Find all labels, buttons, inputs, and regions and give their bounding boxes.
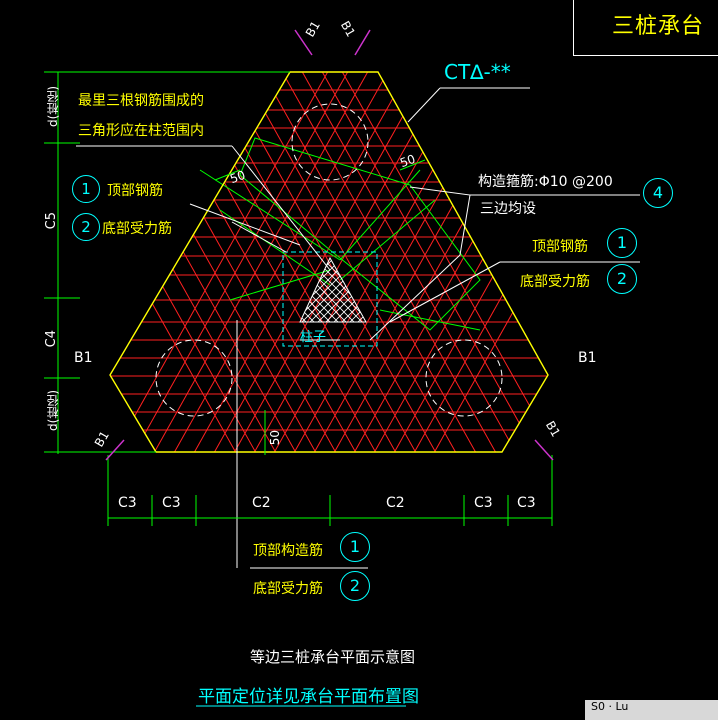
pile-left [155,339,233,417]
title-block-title: 三桩承台 [612,14,705,39]
dim-c3-1: C3 [118,495,137,511]
dim-d-bottom: d(桩径) [46,390,60,431]
dim-c4: C4 [44,330,59,348]
label-bottom-top-bar: 顶部构造筋 [253,543,323,559]
dim-c2-2: C2 [386,495,405,511]
inner-rebar-triangle [299,256,367,323]
stirrup-spec: 构造箍筋:Φ10 @200 [478,174,613,190]
cap-outline [109,71,549,453]
caption-main: 等边三桩承台平面示意图 [250,648,416,666]
marker-1-left: 1 [72,175,100,203]
label-right-bottom-bar: 底部受力筋 [520,274,590,290]
note-min-triangle-2: 三角形应在柱范围内 [78,123,204,139]
dim-c5: C5 [44,212,59,230]
dim-50-bottom: 50 [268,430,282,446]
dim-d-top: d(桩径) [46,86,60,127]
diagonal-rebars-b [110,72,548,452]
cap-label: CT∆-** [444,60,511,84]
note-min-triangle-1: 最里三根钢筋围成的 [78,93,204,109]
label-left-bottom-bar: 底部受力筋 [102,221,172,237]
column-label: 柱子 [300,330,327,345]
label-bottom-bottom-bar: 底部受力筋 [253,581,323,597]
column-outline [282,251,378,347]
stirrup-note: 三边均设 [480,201,536,217]
marker-1-right: 1 [607,228,637,258]
section-marks [105,29,554,461]
dim-c2-1: C2 [252,495,271,511]
dim-c3-4: C3 [517,495,536,511]
section-mark-right: B1 [578,350,597,366]
marker-2-left: 2 [72,213,100,241]
marker-2-right: 2 [607,264,637,294]
pile-top [291,103,369,181]
status-bar: S0 · Lu [585,700,718,720]
leaders [76,87,640,569]
pile-right [425,339,503,417]
label-right-top-bar: 顶部钢筋 [532,239,588,255]
dim-c3-2: C3 [162,495,181,511]
marker-1-bottom: 1 [340,532,370,562]
dimension-lines [44,71,553,526]
caption-sub: 平面定位详见承台平面布置图 [198,687,419,707]
section-mark-left: B1 [74,350,93,366]
marker-4: 4 [643,178,673,208]
label-left-top-bar: 顶部钢筋 [107,183,163,199]
title-block [573,0,718,56]
marker-2-bottom: 2 [340,571,370,601]
dim-c3-3: C3 [474,495,493,511]
